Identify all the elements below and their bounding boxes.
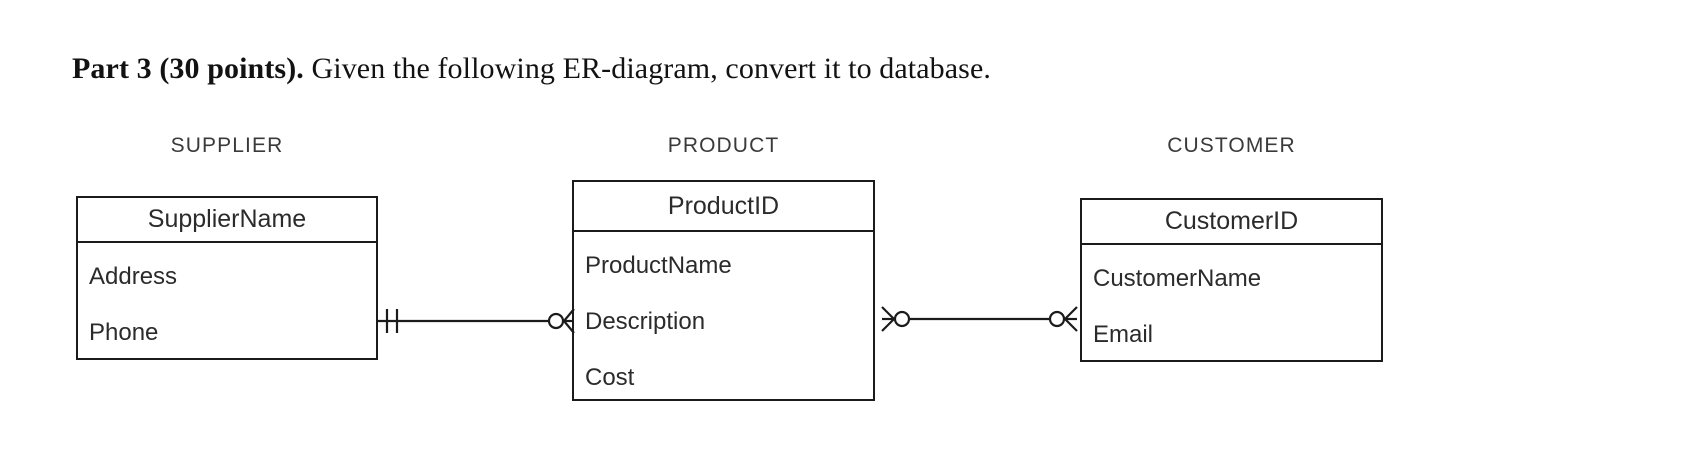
question-number: Part 3 (30 points). bbox=[72, 52, 304, 85]
relationship-supplier-product[interactable] bbox=[378, 300, 575, 342]
cardinality-many-foot bbox=[563, 308, 575, 322]
entity-key-customer: CustomerID bbox=[1082, 200, 1381, 245]
entity-attr: Address bbox=[89, 263, 178, 290]
entity-attr: Email bbox=[1093, 321, 1154, 348]
cardinality-many-foot bbox=[881, 306, 895, 320]
cardinality-zero-circle bbox=[547, 312, 565, 330]
entity-attr: CustomerName bbox=[1093, 265, 1262, 292]
cardinality-many-foot bbox=[1064, 306, 1078, 320]
entity-caption-supplier: SUPPLIER bbox=[170, 134, 284, 157]
entity-attr: Description bbox=[585, 308, 706, 335]
entity-box-customer[interactable]: CustomerID CustomerName Email bbox=[1080, 198, 1383, 362]
relationship-product-customer[interactable] bbox=[875, 298, 1080, 340]
entity-box-product[interactable]: ProductID ProductName Description Cost bbox=[572, 180, 875, 401]
entity-attrs-product: ProductName Description Cost bbox=[574, 232, 873, 406]
entity-caption-customer: CUSTOMER bbox=[1167, 134, 1296, 157]
entity-attr: Phone bbox=[89, 319, 159, 346]
entity-attr: ProductName bbox=[585, 252, 732, 279]
cardinality-zero-circle bbox=[893, 310, 911, 328]
question-text: Given the following ER-diagram, convert … bbox=[303, 52, 991, 85]
page-title: Part 3 (30 points). Given the following … bbox=[72, 50, 991, 88]
entity-caption-product: PRODUCT bbox=[667, 134, 780, 157]
entity-key-product: ProductID bbox=[574, 182, 873, 232]
entity-attrs-supplier: Address Phone bbox=[78, 243, 376, 361]
entity-key-supplier: SupplierName bbox=[78, 198, 376, 243]
entity-attrs-customer: CustomerName Email bbox=[1082, 245, 1381, 363]
entity-attr: Cost bbox=[585, 364, 635, 391]
entity-box-supplier[interactable]: SupplierName Address Phone bbox=[76, 196, 378, 360]
cardinality-zero-circle bbox=[1048, 310, 1066, 328]
